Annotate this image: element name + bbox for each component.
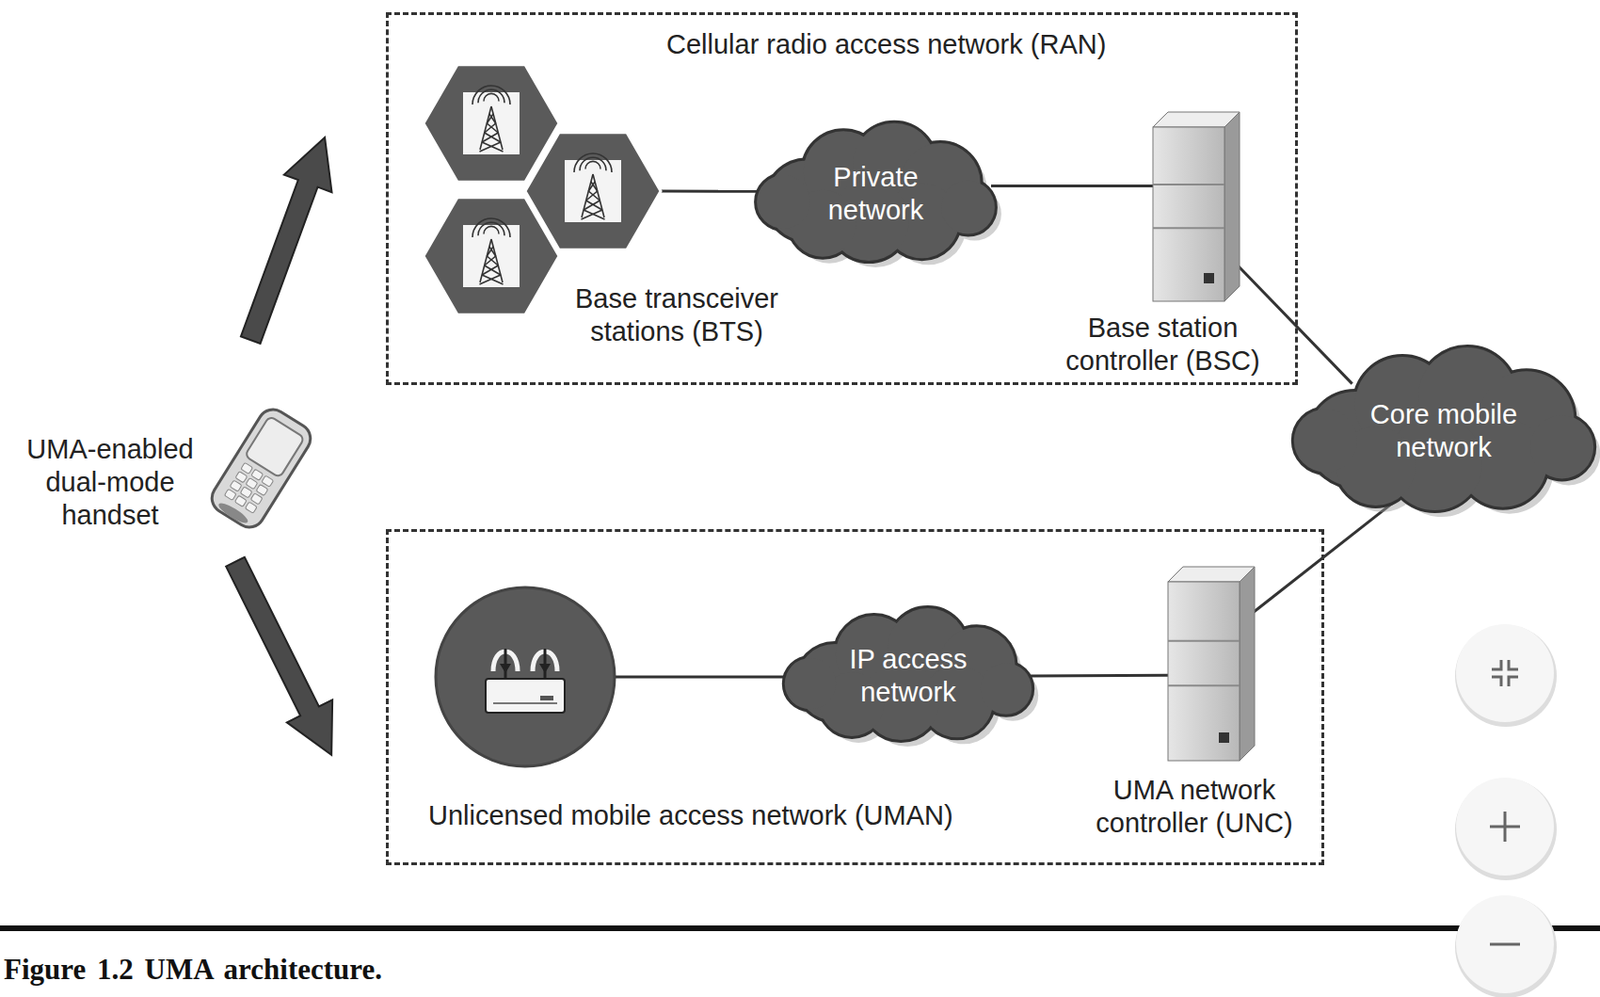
node-label: Unlicensed mobile access network (UMAN) <box>428 799 954 832</box>
node-label: Cellular radio access network (RAN) <box>666 28 1106 62</box>
handset: UMA-enabled dual-mode handset <box>202 395 320 542</box>
network-cloud: Private network <box>760 127 992 261</box>
node-label: UMA network controller (UNC) <box>1072 773 1316 840</box>
node-label: Base transceiver stations (BTS) <box>553 282 800 349</box>
link-line <box>1237 497 1400 625</box>
access-link <box>611 675 796 679</box>
hex-shape <box>423 55 661 315</box>
network-cloud: Core mobile network <box>1296 352 1592 511</box>
server-shape <box>1168 566 1255 761</box>
phone-shape <box>202 395 320 542</box>
cloud-shape <box>785 611 1031 740</box>
block-arrow <box>225 557 333 755</box>
node-label: UMA-enabled dual-mode handset <box>7 432 213 531</box>
figure-caption: Figure 1.2 UMA architecture. <box>3 952 383 987</box>
node-label: Private network <box>760 127 992 261</box>
link-line <box>1030 673 1168 678</box>
bts-cluster: Base transceiver stations (BTS) <box>423 55 661 315</box>
node-label: IP access network <box>785 611 1031 740</box>
server-shape <box>1152 112 1240 302</box>
node-label: Core mobile network <box>1296 352 1592 511</box>
zoom-controls <box>1455 624 1557 997</box>
link-line <box>660 190 761 193</box>
block-arrow <box>240 137 333 344</box>
cloud-shape <box>760 127 992 261</box>
link-line <box>991 184 1153 188</box>
region-box: Cellular radio access network (RAN)Base … <box>385 12 1298 385</box>
rule-line <box>0 925 1600 931</box>
region-box: Unlicensed mobile access network (UMAN) I… <box>385 528 1325 865</box>
cloud-shape <box>1296 352 1592 511</box>
node-label: Base station controller (BSC) <box>1042 311 1283 378</box>
controller-server: Base station controller (BSC) <box>1152 112 1240 302</box>
network-cloud: IP access network <box>785 611 1031 740</box>
access-point <box>435 587 615 767</box>
controller-server: UMA network controller (UNC) <box>1168 566 1255 761</box>
